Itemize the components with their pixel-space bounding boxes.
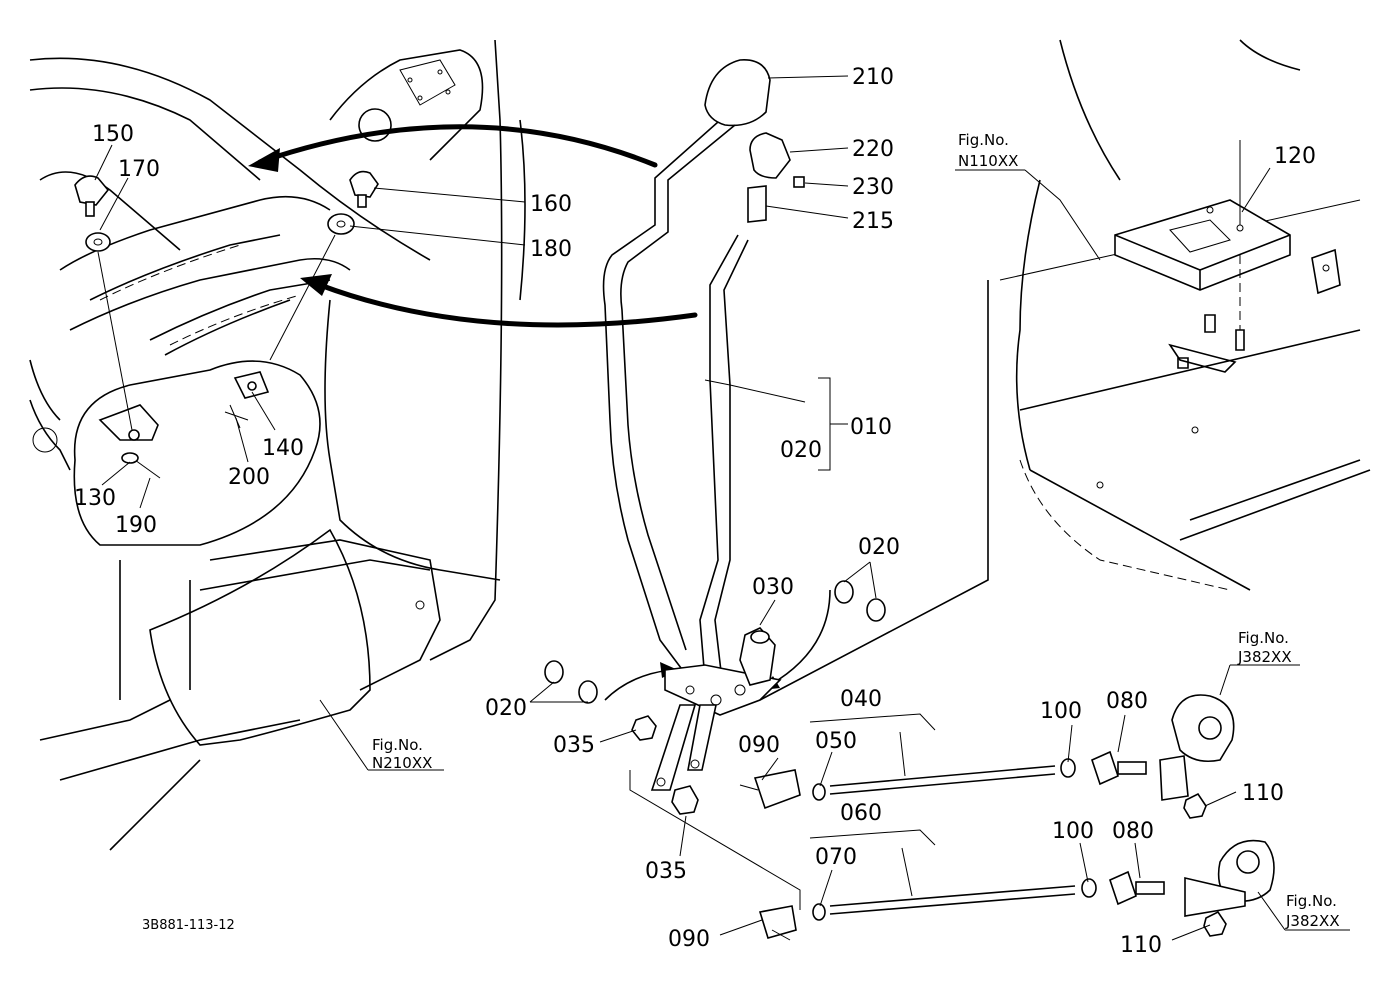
leader-lines [94, 75, 1350, 941]
callout-100-upper: 100 [1040, 699, 1082, 724]
callout-220: 220 [852, 137, 894, 162]
callout-150: 150 [92, 122, 134, 147]
callout-130: 130 [74, 486, 116, 511]
callout-110-upper: 110 [1242, 781, 1284, 806]
callout-040: 040 [840, 687, 882, 712]
drawing-number: 3B881-113-12 [142, 918, 235, 933]
callout-080-upper: 080 [1106, 689, 1148, 714]
floor-plate-background [759, 39, 1371, 701]
fastener-parts [74, 170, 379, 431]
callout-190: 190 [115, 513, 157, 538]
figure-references: Fig.No. N110XX Fig.No. N210XX Fig.No. J3… [372, 131, 1340, 930]
callout-060: 060 [840, 801, 882, 826]
callout-120: 120 [1274, 144, 1316, 169]
callout-230: 230 [852, 175, 894, 200]
fig-j382-lower-label: Fig.No. [1286, 892, 1337, 910]
callout-170: 170 [118, 157, 160, 182]
fig-n210-code: N210XX [372, 754, 432, 772]
callout-010: 010 [850, 415, 892, 440]
fig-j382-upper-code: J382XX [1237, 648, 1292, 666]
callout-020-right: 020 [858, 535, 900, 560]
callout-050: 050 [815, 729, 857, 754]
callout-035-upper: 035 [553, 733, 595, 758]
fig-n110-label: Fig.No. [958, 131, 1009, 149]
fig-j382-lower-code: J382XX [1285, 912, 1340, 930]
callout-110-lower: 110 [1120, 933, 1162, 958]
callout-090-upper: 090 [738, 733, 780, 758]
callout-020-lever: 020 [780, 438, 822, 463]
callout-030: 030 [752, 575, 794, 600]
callout-200: 200 [228, 465, 270, 490]
callout-100-lower: 100 [1052, 819, 1094, 844]
fig-n110-code: N110XX [958, 152, 1018, 170]
callout-090-lower: 090 [668, 927, 710, 952]
callout-080-lower: 080 [1112, 819, 1154, 844]
callout-140: 140 [262, 436, 304, 461]
callout-035-lower: 035 [645, 859, 687, 884]
callout-210: 210 [852, 65, 894, 90]
shift-lever-assembly [544, 59, 1275, 941]
callout-160: 160 [530, 192, 572, 217]
part-callouts: 210 220 230 215 160 180 150 170 140 130 … [74, 65, 1316, 958]
callout-215: 215 [852, 209, 894, 234]
callout-070: 070 [815, 845, 857, 870]
fig-j382-upper-label: Fig.No. [1238, 629, 1289, 647]
callout-020-left: 020 [485, 696, 527, 721]
fig-n210-label: Fig.No. [372, 736, 423, 754]
callout-180: 180 [530, 237, 572, 262]
